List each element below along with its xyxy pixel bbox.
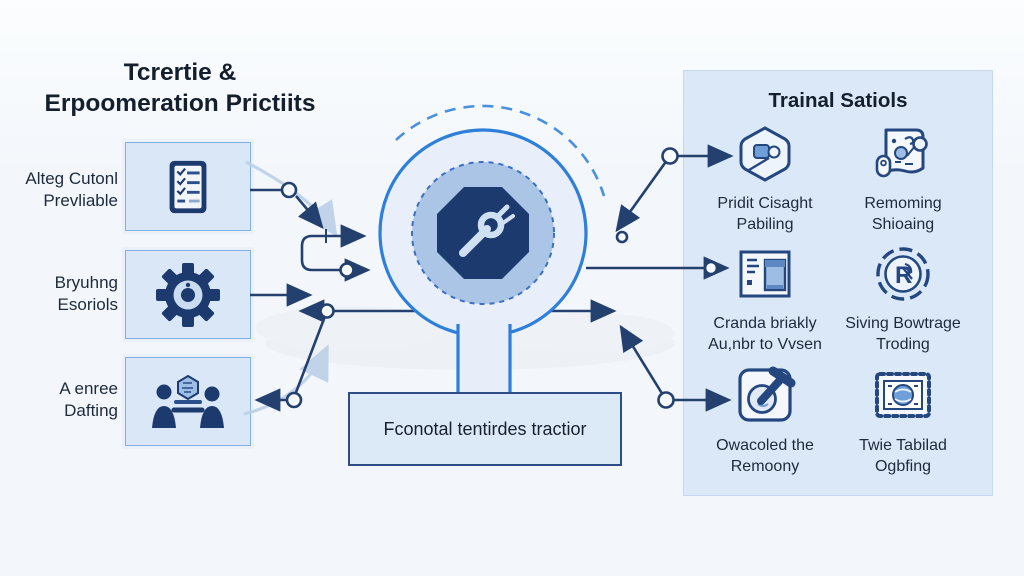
panel-item-1-label: Pridit Cisaght Pabiling [717, 195, 813, 233]
checklist-tablet-icon [157, 154, 219, 220]
left-box-2 [125, 250, 251, 339]
left-box-3 [125, 357, 251, 446]
panel-item-6: Twie Tabilad Ogbfing [832, 363, 974, 478]
stamp-globe-icon [871, 363, 935, 427]
panel-item-3-label: Cranda briakly Au,nbr to Vvsen [708, 315, 822, 353]
page-title-line1: Tcrertie & [123, 59, 237, 86]
outer-dashed-arc [395, 104, 606, 197]
connectors [250, 144, 734, 412]
left-item-label-1: Alteg Cutonl Prevliable [25, 169, 118, 211]
panel-item-5: Owacoled the Remoony [694, 363, 836, 478]
panel-item-1: Pridit Cisaght Pabiling [694, 123, 836, 236]
panel-item-2-label: Remoming Shioaing [864, 195, 942, 233]
inner-dashed-circle [411, 161, 555, 305]
stamped-document-icon [872, 123, 934, 185]
left-box-1 [125, 142, 251, 231]
process-box: Fconotal tentirdes tractior [348, 392, 622, 466]
page-title-line2: Erpoomeration Prictiits [44, 89, 316, 117]
panel-item-3: Cranda briakly Au,nbr to Vvsen [694, 243, 836, 356]
page-title: Tcrertie & Erpoomeration Prictiits [20, 58, 340, 119]
svg-text:R: R [895, 262, 912, 289]
faded-arrows [243, 160, 338, 416]
wrench-octagon-icon [437, 187, 529, 279]
gear-icon [153, 260, 223, 330]
left-item-label-3: A enree Dafting [59, 379, 118, 421]
browser-window-icon [734, 243, 796, 305]
panel-item-4: R Siving Bowtrage Troding [832, 243, 974, 356]
connector-nodes [280, 147, 719, 409]
round-badge-icon: R [872, 243, 934, 305]
right-panel-title: Trainal Satiols [768, 89, 908, 112]
central-hub [378, 104, 606, 394]
panel-item-4-label: Siving Bowtrage Troding [845, 315, 961, 353]
cloud-shape [255, 306, 675, 370]
panel-item-6-label: Twie Tabilad Ogbfing [859, 437, 947, 475]
gavel-box-icon [733, 363, 797, 427]
hexagon-controller-icon [734, 123, 796, 185]
left-item-label-2: Bryuhng Esoriols [54, 273, 118, 315]
right-panel: Trainal Satiols Pridit Cisaght Pabiling [683, 70, 993, 496]
people-meeting-icon [145, 370, 231, 434]
process-box-label: Fconotal tentirdes tractior [383, 418, 587, 439]
panel-item-2: Remoming Shioaing [832, 123, 974, 236]
panel-item-5-label: Owacoled the Remoony [716, 437, 814, 475]
hub-stem [458, 320, 510, 394]
